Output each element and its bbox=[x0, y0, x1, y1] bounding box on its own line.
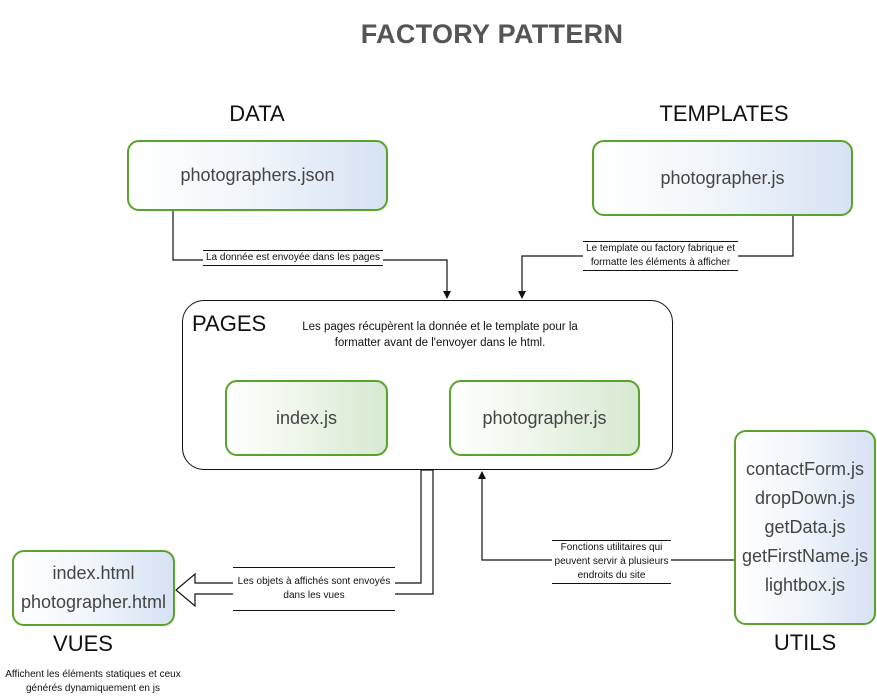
templates-section-label: TEMPLATES bbox=[659, 101, 789, 126]
edge-label-pages-to-vues: Les objets à affichés sont envoyés dans … bbox=[233, 567, 395, 611]
data-section-label: DATA bbox=[229, 101, 285, 126]
data-file-box: photographers.json bbox=[127, 140, 388, 211]
utils-file-label: lightbox.js bbox=[764, 575, 846, 595]
edge-label-data-to-pages: La donnée est envoyée dans les pages bbox=[203, 250, 383, 266]
data-file-label: photographers.json bbox=[180, 165, 335, 185]
pages-file-label: photographer.js bbox=[482, 407, 607, 428]
vues-note: Affichent les éléments statiques et ceux… bbox=[5, 669, 181, 694]
vues-file-label: index.html bbox=[52, 563, 135, 583]
diagram-title: FACTORY PATTERN bbox=[360, 19, 624, 49]
templates-file-label: photographer.js bbox=[660, 167, 785, 188]
pages-file-box-index: index.js bbox=[225, 380, 388, 456]
utils-file-box: contactForm.js dropDown.js getData.js ge… bbox=[734, 430, 876, 625]
utils-file-label: getData.js bbox=[764, 517, 846, 537]
utils-file-label: getFirstName.js bbox=[741, 546, 869, 566]
vues-section-label: VUES bbox=[53, 631, 113, 656]
pages-file-box-photographer: photographer.js bbox=[449, 380, 640, 456]
utils-file-label: contactForm.js bbox=[745, 459, 865, 479]
utils-section-label: UTILS bbox=[773, 630, 837, 655]
vues-file-label: photographer.html bbox=[20, 592, 167, 612]
templates-file-box: photographer.js bbox=[592, 140, 853, 216]
pages-description: Les pages récupèrent la donnée et le tem… bbox=[302, 321, 578, 349]
vues-file-box: index.html photographer.html bbox=[12, 550, 175, 626]
pages-section-label: PAGES bbox=[192, 311, 267, 336]
edge-label-utils-to-pages: Fonctions utilitaires qui peuvent servir… bbox=[552, 540, 671, 584]
utils-file-label: dropDown.js bbox=[754, 488, 856, 508]
pages-file-label: index.js bbox=[275, 407, 338, 428]
edge-label-templates-to-pages: Le template ou factory fabrique et forma… bbox=[583, 241, 738, 271]
